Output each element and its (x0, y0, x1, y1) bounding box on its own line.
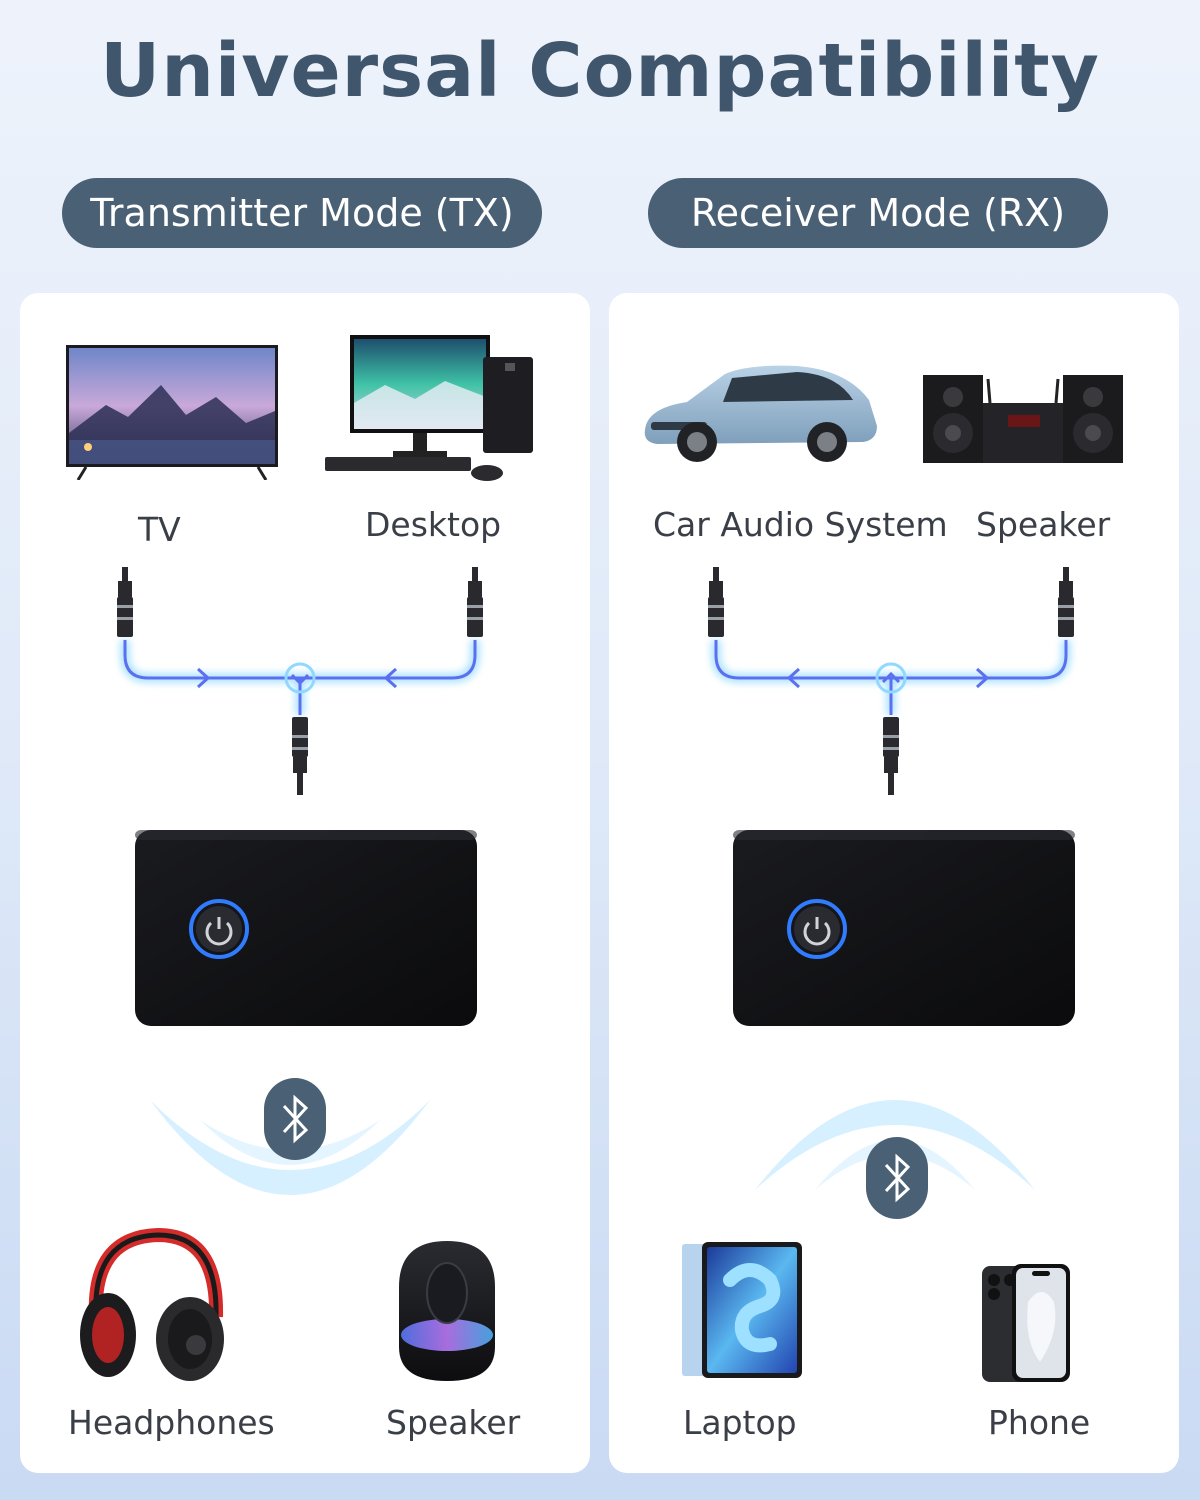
speaker-output-label: Speaker (386, 1403, 521, 1442)
page-title: Universal Compatibility (100, 28, 1100, 114)
rx-bluetooth-signal (745, 1070, 1045, 1200)
tv-icon (66, 345, 278, 480)
receiver-device (731, 828, 1077, 1028)
smart-speaker-icon (391, 1237, 503, 1385)
tv-label: TV (138, 510, 181, 549)
phone-label: Phone (988, 1403, 1091, 1442)
transmitter-device (133, 828, 479, 1028)
laptop-label: Laptop (683, 1403, 797, 1442)
tx-bluetooth-signal (140, 1060, 440, 1225)
car-audio-system-label: Car Audio System (653, 505, 948, 544)
transmitter-mode-badge: Transmitter Mode (TX) (62, 178, 542, 248)
bluetooth-icon (866, 1137, 928, 1219)
power-icon[interactable] (785, 897, 849, 961)
tx-audio-cable-splitter (100, 565, 500, 800)
headphones-icon (78, 1225, 228, 1385)
stereo-speaker-icon (922, 373, 1124, 465)
receiver-mode-badge: Receiver Mode (RX) (648, 178, 1108, 248)
desktop-computer-icon (325, 333, 537, 483)
car-icon (637, 360, 883, 465)
power-icon[interactable] (187, 897, 251, 961)
bluetooth-icon (264, 1078, 326, 1160)
rx-audio-cable-splitter (691, 565, 1091, 800)
headphones-label: Headphones (68, 1403, 275, 1442)
speaker-source-label: Speaker (976, 505, 1111, 544)
desktop-label: Desktop (365, 505, 502, 544)
tablet-icon (680, 1240, 804, 1380)
phone-icon (980, 1262, 1072, 1384)
